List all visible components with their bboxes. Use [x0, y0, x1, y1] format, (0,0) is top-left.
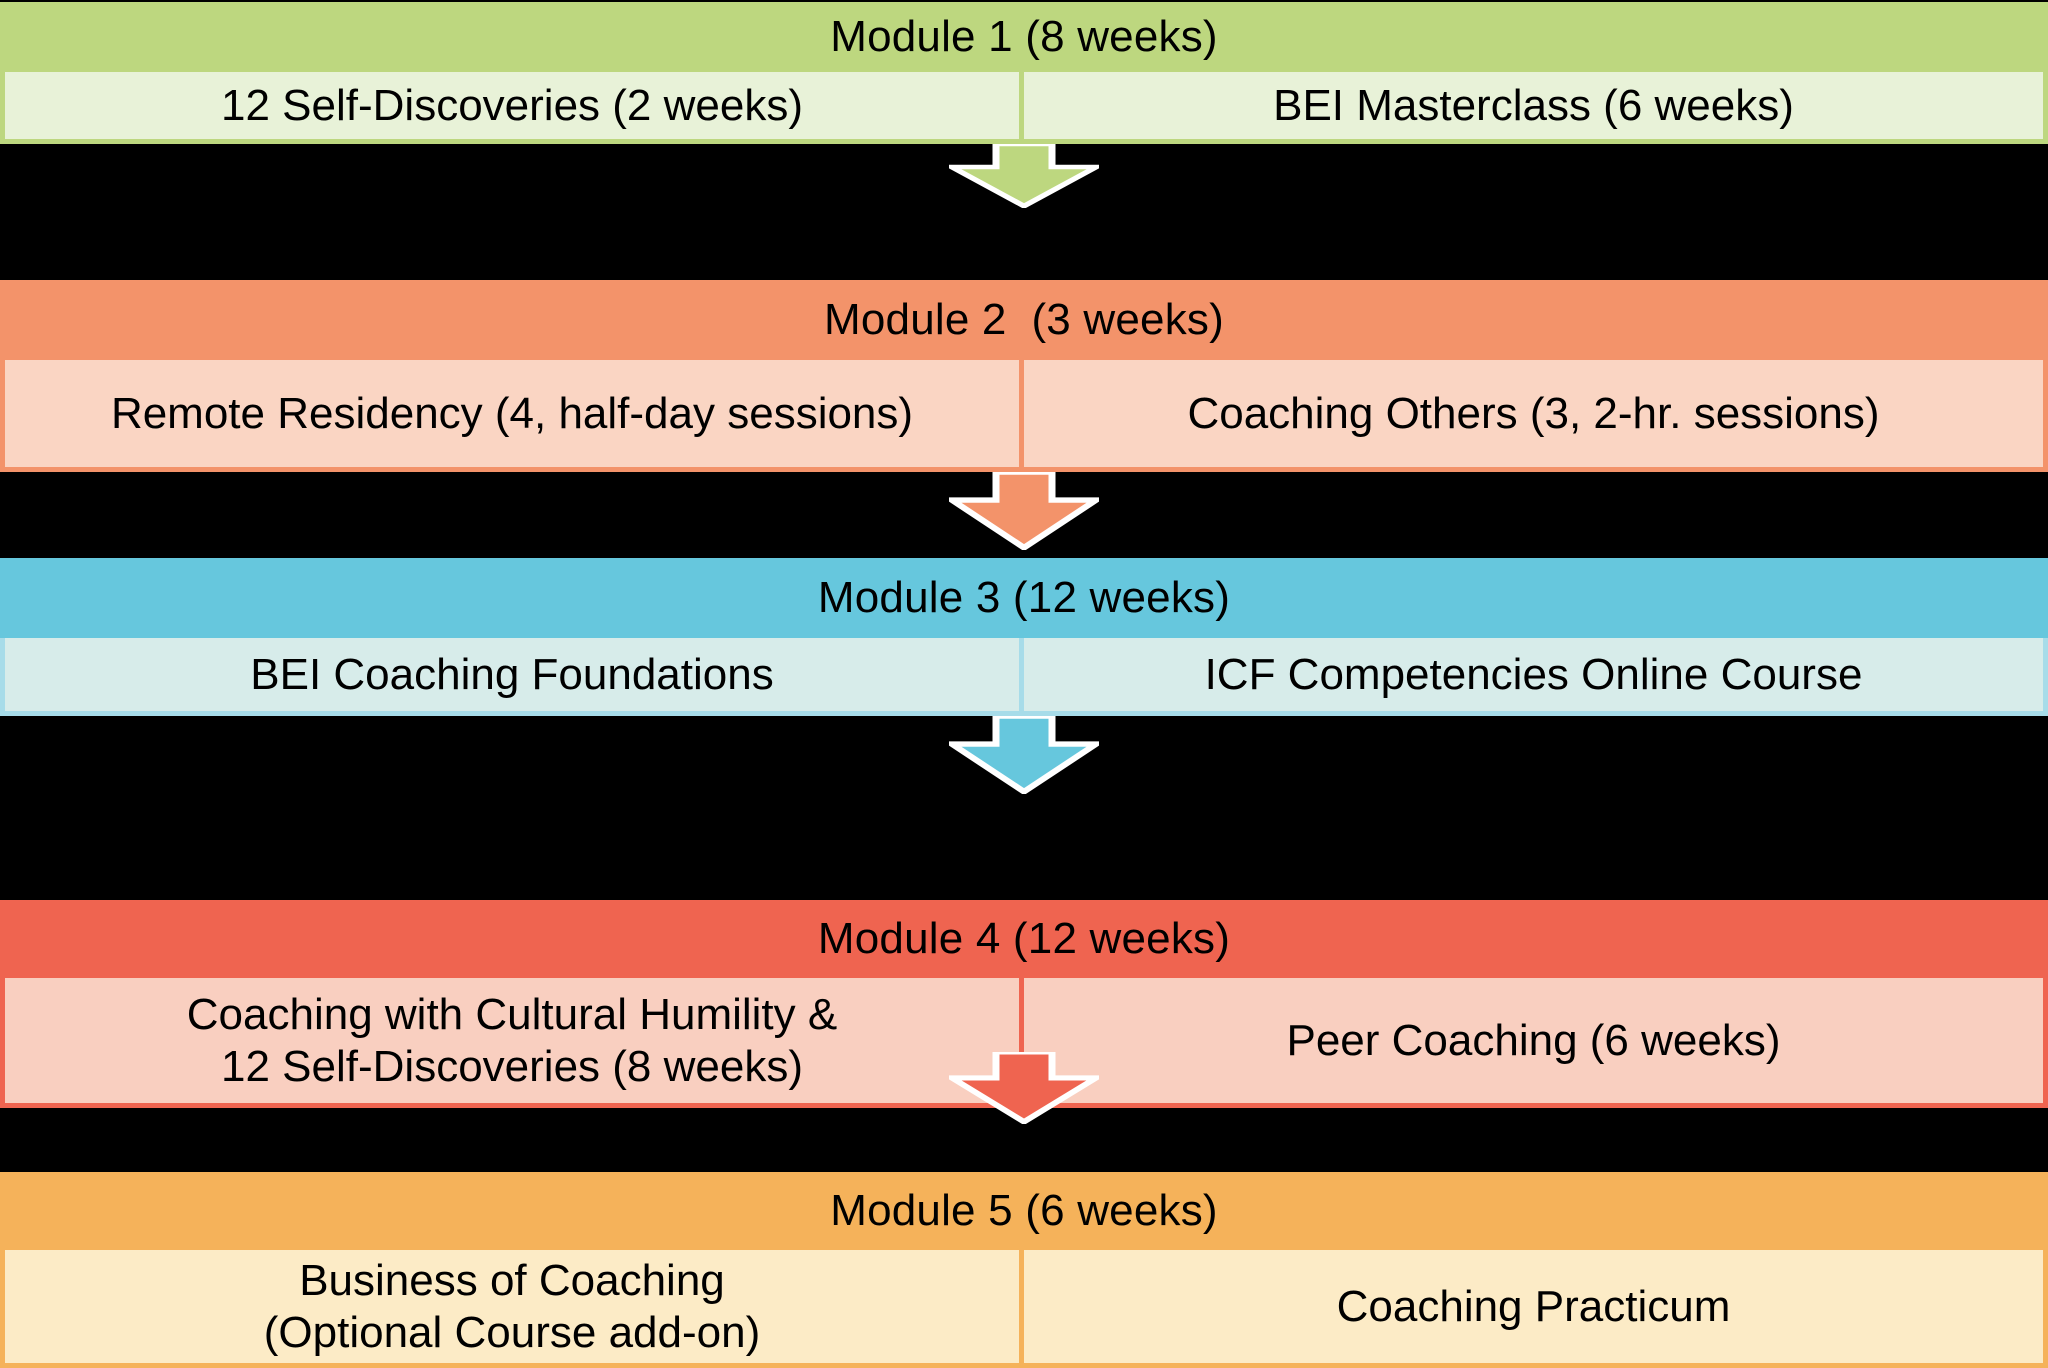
arrow-module-1-to-2 [949, 144, 1099, 208]
module-block-3: Module 3 (12 weeks) BEI Coaching Foundat… [0, 558, 2048, 716]
down-arrow-icon [949, 716, 1099, 794]
module-1-cell-left[interactable]: 12 Self-Discoveries (2 weeks) [5, 72, 1024, 139]
module-5-header-label: Module 5 (6 weeks) [830, 1185, 1218, 1235]
module-5-header: Module 5 (6 weeks) [0, 1172, 2048, 1250]
module-4-cell-left[interactable]: Coaching with Cultural Humility & 12 Sel… [5, 978, 1024, 1103]
module-2-header: Module 2 (3 weeks) [0, 280, 2048, 360]
module-2-header-label: Module 2 (3 weeks) [824, 294, 1224, 344]
module-5-row: Business of Coaching (Optional Course ad… [0, 1250, 2048, 1368]
module-1-cell-right[interactable]: BEI Masterclass (6 weeks) [1024, 72, 2043, 139]
module-2-cell-right[interactable]: Coaching Others (3, 2-hr. sessions) [1024, 360, 2043, 467]
arrow-module-2-to-3 [949, 472, 1099, 550]
module-1-header: Module 1 (8 weeks) [0, 2, 2048, 72]
module-3-cell-left[interactable]: BEI Coaching Foundations [5, 638, 1024, 711]
module-4-header: Module 4 (12 weeks) [0, 900, 2048, 978]
module-3-row: BEI Coaching Foundations ICF Competencie… [0, 638, 2048, 716]
down-arrow-icon [949, 1052, 1099, 1124]
module-2-row: Remote Residency (4, half-day sessions) … [0, 360, 2048, 472]
module-block-4: Module 4 (12 weeks) Coaching with Cultur… [0, 900, 2048, 1108]
module-block-5: Module 5 (6 weeks) Business of Coaching … [0, 1172, 2048, 1368]
module-4-row: Coaching with Cultural Humility & 12 Sel… [0, 978, 2048, 1108]
module-block-2: Module 2 (3 weeks) Remote Residency (4, … [0, 280, 2048, 472]
module-3-cell-right[interactable]: ICF Competencies Online Course [1024, 638, 2043, 711]
module-3-header: Module 3 (12 weeks) [0, 558, 2048, 638]
arrow-module-3-to-4 [949, 716, 1099, 794]
module-4-header-label: Module 4 (12 weeks) [817, 913, 1231, 963]
arrow-module-4-to-5 [949, 1052, 1099, 1124]
down-arrow-icon [949, 472, 1099, 550]
down-arrow-icon [949, 144, 1099, 208]
module-1-header-label: Module 1 (8 weeks) [830, 11, 1218, 61]
module-4-cell-right[interactable]: Peer Coaching (6 weeks) [1024, 978, 2043, 1103]
module-1-row: 12 Self-Discoveries (2 weeks) BEI Master… [0, 72, 2048, 144]
module-3-header-label: Module 3 (12 weeks) [817, 572, 1231, 622]
module-5-cell-left[interactable]: Business of Coaching (Optional Course ad… [5, 1250, 1024, 1363]
module-5-cell-right[interactable]: Coaching Practicum [1024, 1250, 2043, 1363]
module-2-cell-left[interactable]: Remote Residency (4, half-day sessions) [5, 360, 1024, 467]
module-block-1: Module 1 (8 weeks) 12 Self-Discoveries (… [0, 2, 2048, 144]
